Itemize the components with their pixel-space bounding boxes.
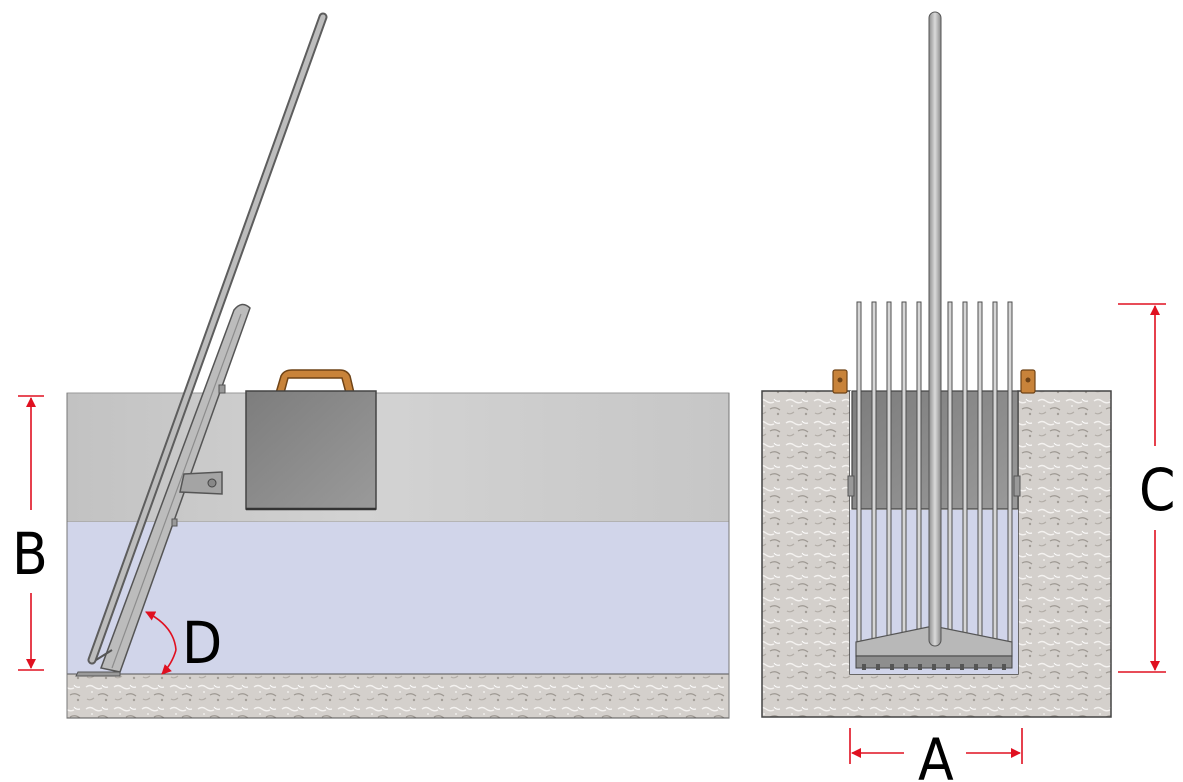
base-tooth (960, 664, 964, 670)
base-tooth (862, 664, 866, 670)
dimension-c: C (1118, 303, 1175, 673)
screen-frame (75, 303, 251, 677)
dimension-d: D (145, 609, 222, 677)
screen-bar (977, 301, 983, 645)
base-tooth (918, 664, 922, 670)
base-tooth (974, 664, 978, 670)
screen-bar (1007, 301, 1013, 645)
dimension-label-c: C (1139, 456, 1175, 524)
basket (245, 369, 377, 511)
base-tooth (988, 664, 992, 670)
dimension-label-d: D (182, 609, 222, 677)
screen-bar (962, 301, 968, 645)
screen-bar (871, 301, 877, 645)
dimension-a: A (849, 726, 1023, 782)
water-zone (67, 522, 729, 674)
base-tooth (876, 664, 880, 670)
channel-floor (66, 673, 730, 719)
base-tooth (946, 664, 950, 670)
base-tooth (890, 664, 894, 670)
top-brackets (832, 369, 1036, 394)
handle-icon (274, 369, 355, 394)
mounting-bracket (171, 384, 226, 527)
base-tooth (1002, 664, 1006, 670)
dimension-b: B (12, 395, 48, 671)
base-tooth (932, 664, 936, 670)
base-teeth (862, 664, 1006, 670)
side-view: B D (12, 12, 730, 719)
screen-bar (901, 301, 907, 645)
inclined-rod (87, 12, 328, 665)
screen-bar (856, 301, 862, 645)
base-tooth (904, 664, 908, 670)
screen-bar (916, 301, 922, 645)
screen-bar (947, 301, 953, 645)
dimension-label-a: A (918, 726, 954, 782)
screen-bar (992, 301, 998, 645)
vertical-rod (928, 11, 942, 647)
screen-bar (886, 301, 892, 645)
front-view: C A (761, 11, 1175, 782)
screen-bars (856, 301, 1013, 645)
dimension-label-b: B (12, 520, 48, 588)
